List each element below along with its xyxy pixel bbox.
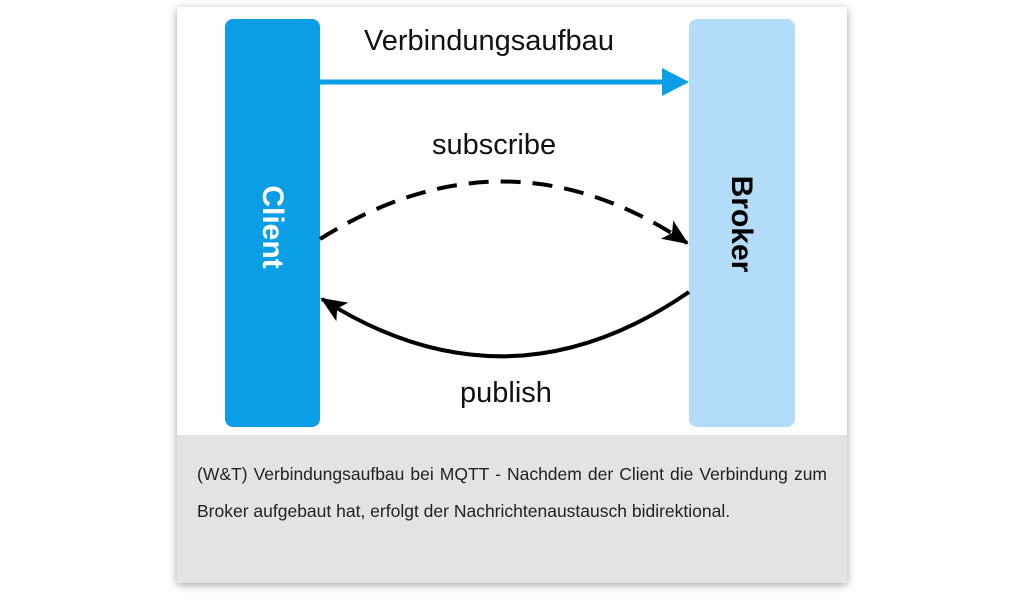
- mqtt-diagram: Client Broker Verbindungsaufbau subscrib…: [177, 7, 847, 435]
- broker-box: [689, 19, 795, 427]
- publish-arrow: [320, 290, 691, 359]
- subscribe-label: subscribe: [432, 129, 557, 161]
- figure-caption: (W&T) Verbindungsaufbau bei MQTT - Nachd…: [177, 435, 847, 583]
- arrows-layer: [318, 68, 691, 359]
- figure-card: Client Broker Verbindungsaufbau subscrib…: [177, 7, 847, 583]
- client-label: Client: [256, 185, 289, 269]
- caption-text: (W&T) Verbindungsaufbau bei MQTT - Nachd…: [197, 464, 827, 521]
- connect-label: Verbindungsaufbau: [364, 25, 614, 57]
- connect-arrow: [320, 68, 689, 96]
- broker-label: Broker: [725, 175, 758, 273]
- subscribe-arrow: [318, 179, 689, 245]
- client-box: [225, 19, 320, 427]
- publish-label: publish: [460, 377, 552, 409]
